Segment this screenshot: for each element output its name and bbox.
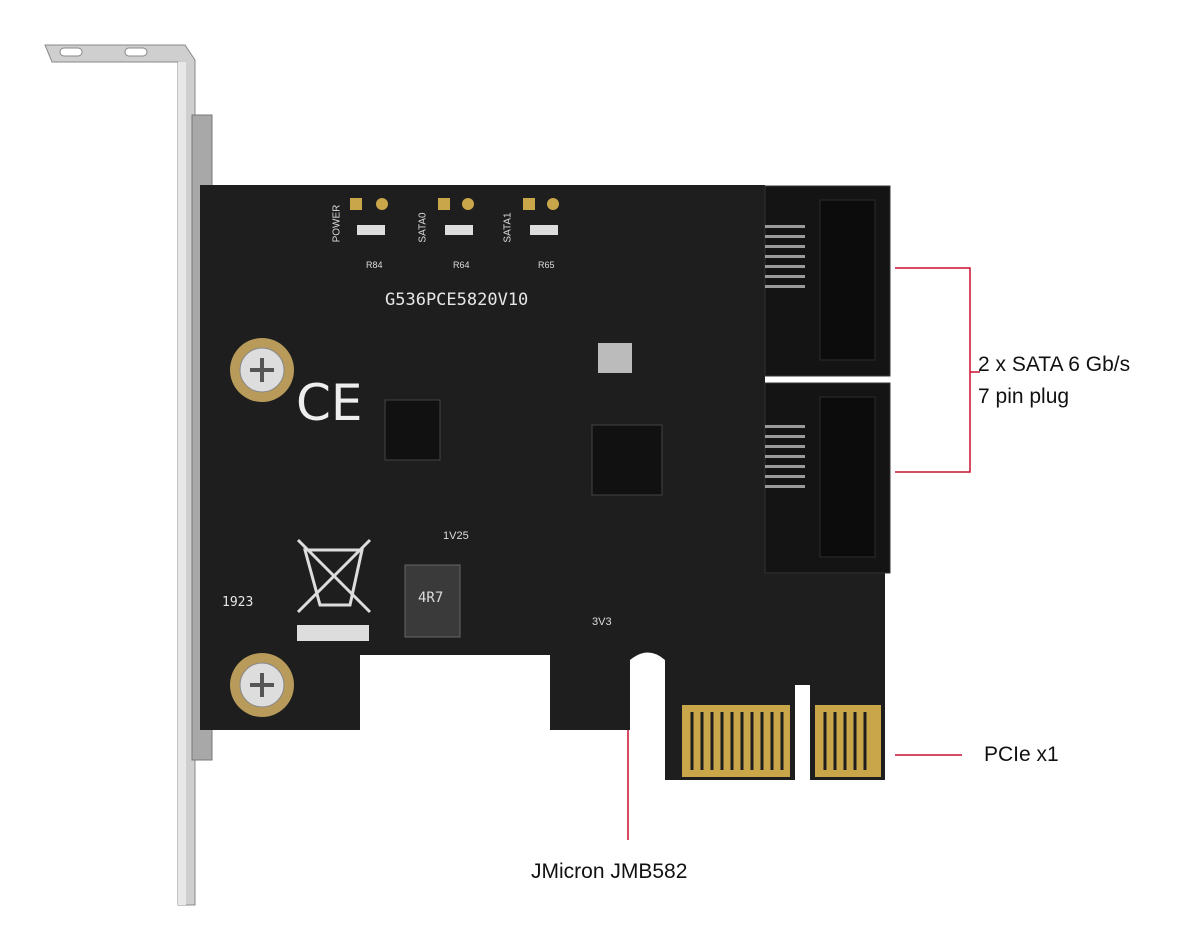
led-label-sata1: SATA1	[502, 212, 514, 243]
date-code: 1923	[222, 595, 254, 610]
crystal-y1	[598, 343, 632, 373]
resistor-r84: R84	[366, 260, 383, 270]
screw	[230, 653, 294, 717]
mounting-bracket	[44, 44, 213, 906]
callout-controller: JMicron JMB582	[531, 860, 688, 883]
u1-chip	[384, 399, 441, 461]
jmb582-chip	[591, 424, 663, 496]
resistor-r64: R64	[453, 260, 470, 270]
callout-sata-line1: 2 x SATA 6 Gb/s	[978, 353, 1131, 376]
inductor-label: 4R7	[418, 590, 444, 606]
callout-sata: 2 x SATA 6 Gb/s 7 pin plug	[978, 349, 1130, 413]
callout-sata-line2: 7 pin plug	[978, 385, 1070, 408]
callout-lines	[627, 267, 980, 840]
weee-bin-icon	[296, 538, 372, 614]
inductor-l2	[404, 564, 461, 638]
screw	[230, 338, 294, 402]
pcb-board	[200, 185, 885, 780]
sata-connectors	[764, 185, 891, 574]
led-label-sata0: SATA0	[417, 212, 429, 243]
callout-pcie: PCIe x1	[984, 743, 1059, 766]
rail-1v25: 1V25	[443, 530, 469, 542]
led-label-power: POWER	[331, 204, 343, 243]
svg-text:CE: CE	[296, 374, 363, 432]
rail-3v3: 3V3	[592, 616, 612, 628]
board-id: G536PCE5820V10	[385, 290, 529, 310]
resistor-r65: R65	[538, 260, 555, 270]
